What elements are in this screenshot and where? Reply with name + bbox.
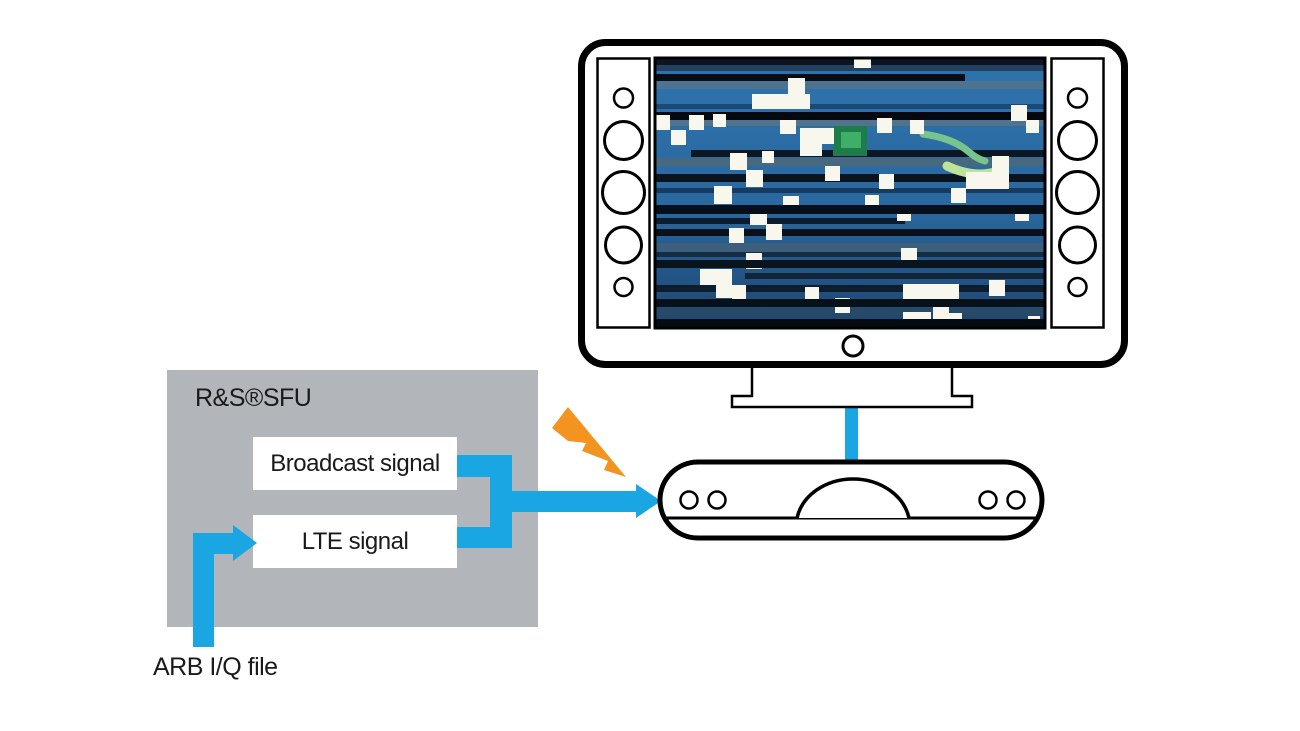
speaker-circle-icon [603,120,644,161]
speaker-circle-icon [1066,87,1089,109]
left-speaker-panel [596,57,651,329]
speaker-circle-icon [601,170,646,215]
tv-stand [730,362,974,409]
stb-to-tv-cable [845,406,858,464]
power-button-icon [841,334,865,358]
stb-led-icon [707,490,727,510]
right-speaker-panel [1050,57,1105,329]
arb-line-vertical [193,533,214,647]
rf-arrow-head-icon [636,484,661,518]
speaker-circle-icon [612,87,635,109]
broadcast-signal-label: Broadcast signal [270,449,440,477]
stb-led-icon [679,490,699,510]
video-noise-blocks [656,59,1044,327]
interference-bolt-icon [552,407,626,477]
glitched-video-screen [656,59,1044,327]
speaker-circle-icon [1067,276,1088,298]
speaker-circle-icon [1055,170,1100,215]
speaker-circle-icon [604,225,643,265]
tv-screen-border [653,56,1047,330]
stb-dome [795,477,911,519]
set-top-box [657,459,1045,541]
arb-input-arrow [193,525,257,647]
lte-signal-box: LTE signal [253,515,457,568]
lte-signal-label: LTE signal [301,527,409,555]
arb-file-label: ARB I/Q file [153,653,278,681]
speaker-circle-icon [1057,120,1098,161]
speaker-circle-icon [1058,225,1097,265]
stb-led-icon [1006,490,1026,510]
stb-led-icon [978,490,998,510]
broadcast-signal-box: Broadcast signal [253,437,457,490]
speaker-circle-icon [613,276,634,298]
arb-line-horizontal [193,533,235,554]
rf-arrow-shaft [490,491,638,512]
sfu-generator-box: R&S®SFU [167,370,538,627]
arb-arrow-head-icon [233,525,257,561]
rf-signal-arrow [457,455,661,548]
sfu-generator-label: R&S®SFU [195,384,312,412]
